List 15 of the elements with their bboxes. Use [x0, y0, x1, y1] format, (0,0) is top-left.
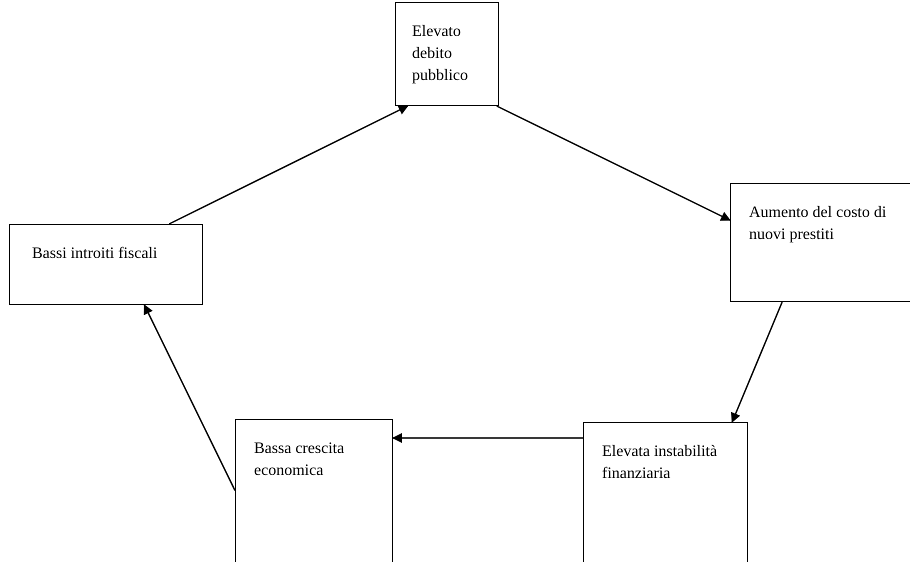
process-box — [235, 419, 393, 562]
process-box — [395, 2, 499, 106]
arrow — [144, 304, 236, 491]
arrow — [168, 105, 409, 225]
box-text: Bassa crescita economica — [254, 439, 346, 481]
process-box — [9, 224, 203, 305]
process-box — [730, 183, 910, 302]
box-text: Bassi introiti fiscali — [32, 244, 158, 264]
arrow — [731, 302, 783, 423]
arrow — [392, 433, 583, 443]
arrow — [496, 105, 731, 221]
box-text: Elevata instabilità finanziaria — [602, 442, 718, 484]
box-text: Aumento del costo di nuovi prestiti — [749, 203, 888, 245]
box-text: Elevato debito pubblico — [412, 22, 469, 86]
process-box — [583, 422, 748, 562]
